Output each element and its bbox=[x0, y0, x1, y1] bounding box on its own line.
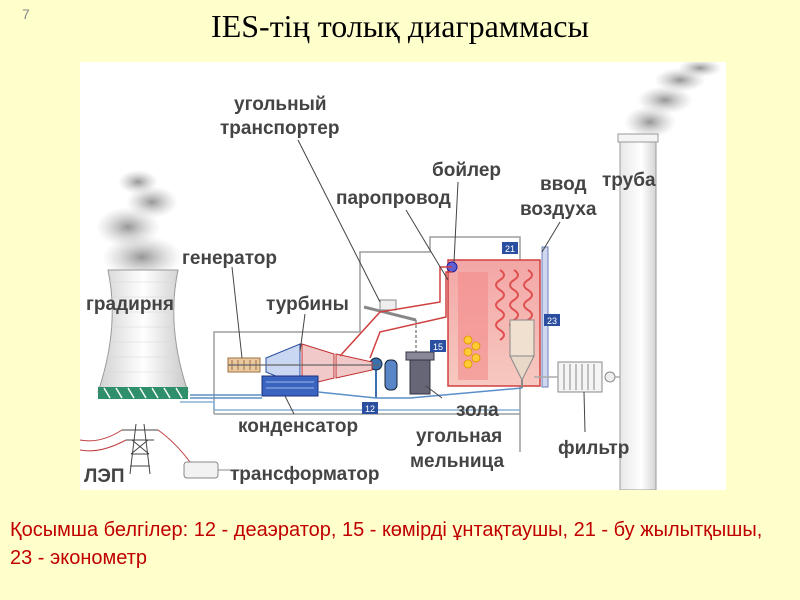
badge-23: 23 bbox=[544, 314, 560, 326]
economizer-hopper bbox=[509, 319, 535, 388]
label-coal-transporter-1: угольный bbox=[234, 94, 327, 115]
cooling-tower-steam bbox=[96, 170, 182, 279]
transformer bbox=[183, 461, 240, 479]
deaerator bbox=[369, 357, 398, 398]
label-coal-transporter-2: транспортер bbox=[220, 118, 339, 139]
label-transformer: трансформатор bbox=[230, 464, 380, 485]
svg-text:15: 15 bbox=[433, 342, 443, 352]
svg-text:23: 23 bbox=[547, 316, 557, 326]
badge-12: 12 bbox=[362, 402, 378, 414]
label-boiler: бойлер bbox=[432, 160, 501, 181]
label-turbines: турбины bbox=[266, 294, 349, 315]
slide-number: 7 bbox=[22, 6, 30, 22]
footer-legend: Қосымша белгілер: 12 - деаэратор, 15 - к… bbox=[10, 519, 763, 569]
badge-15: 15 bbox=[430, 340, 446, 352]
svg-text:21: 21 bbox=[505, 244, 515, 254]
coal-transporter bbox=[363, 299, 417, 352]
page-title: IES-тің толық диаграммасы bbox=[211, 8, 589, 44]
chimney-smoke bbox=[624, 62, 722, 138]
coal-mill bbox=[405, 351, 435, 395]
label-air-inlet-2: воздуха bbox=[520, 199, 597, 220]
svg-text:12: 12 bbox=[365, 404, 375, 414]
label-power-line: ЛЭП bbox=[84, 466, 125, 487]
leader-lines bbox=[231, 139, 586, 433]
boiler bbox=[446, 246, 549, 388]
label-generator: генератор bbox=[182, 248, 277, 269]
label-ash: зола bbox=[456, 400, 499, 421]
diagram-background bbox=[80, 62, 726, 490]
label-air-inlet-1: ввод bbox=[540, 174, 587, 195]
label-steam-pipe: паропровод bbox=[336, 188, 451, 209]
label-condenser: конденсатор bbox=[238, 416, 358, 437]
label-coal-mill-2: мельница bbox=[410, 451, 504, 472]
label-filter: фильтр bbox=[558, 438, 629, 459]
badge-21: 21 bbox=[502, 242, 518, 254]
power-line-tower bbox=[80, 423, 191, 475]
chimney bbox=[617, 133, 659, 490]
turbine-set bbox=[227, 343, 380, 397]
label-chimney: труба bbox=[602, 170, 656, 191]
power-plant-diagram: 21 23 15 12 угольный транспортер бой bbox=[80, 62, 726, 490]
label-coal-mill-1: угольная bbox=[416, 426, 502, 447]
cooling-tower bbox=[97, 269, 189, 399]
label-cooling-tower: градирня bbox=[86, 294, 174, 315]
